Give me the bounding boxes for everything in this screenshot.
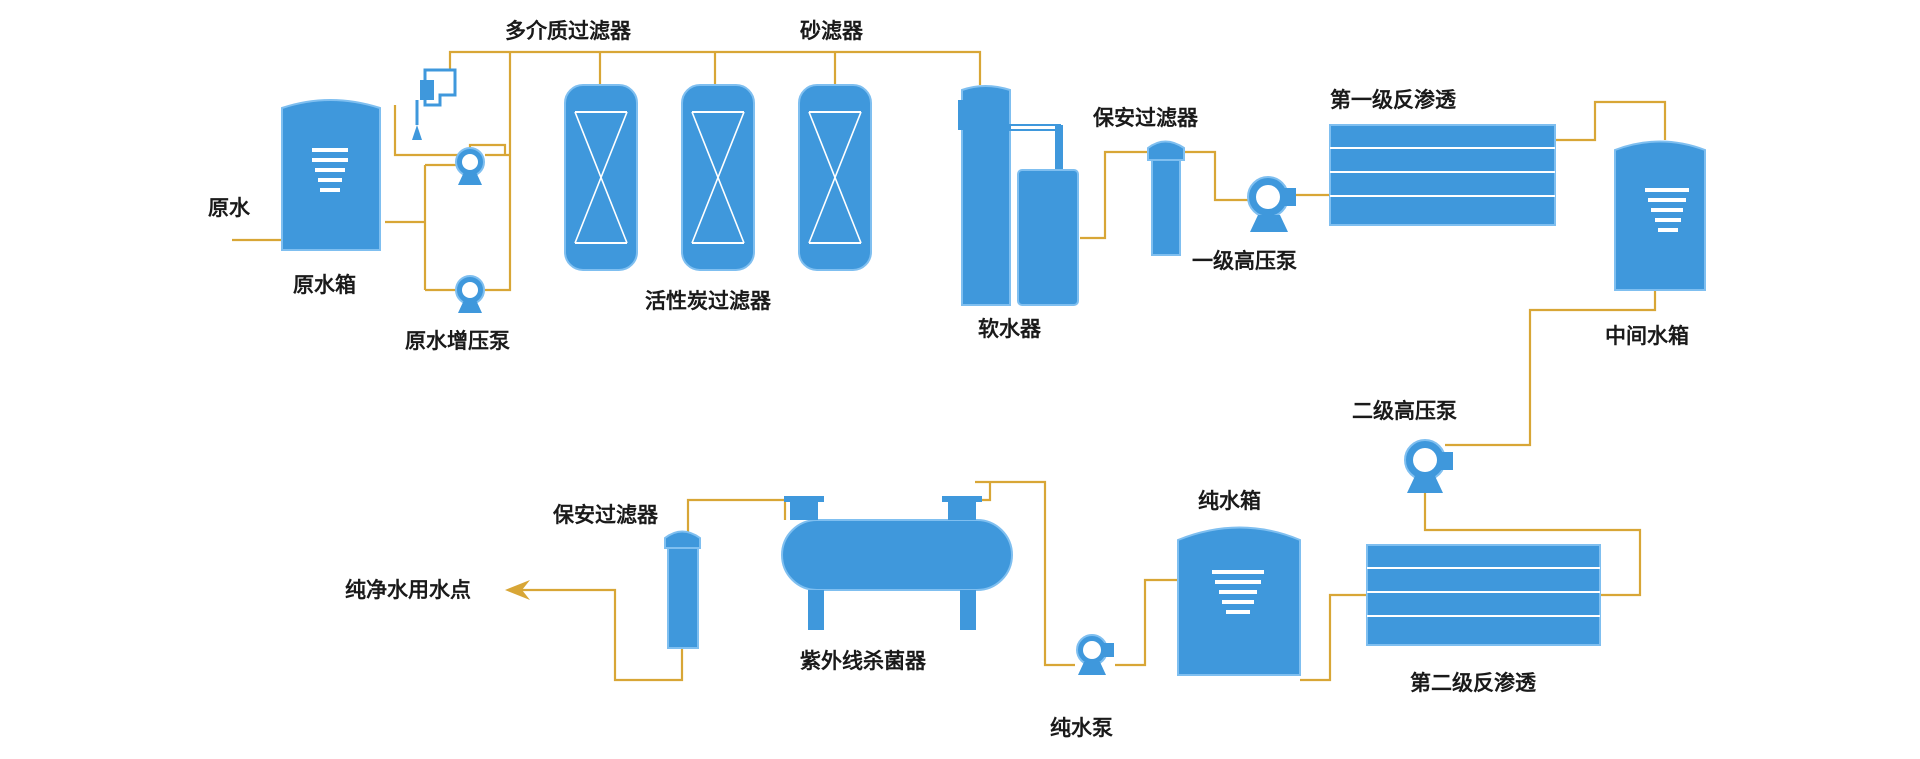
multimedia-filter: [564, 84, 638, 271]
pipe-pump-to-uv: [975, 480, 1075, 667]
middle-water-tank: [1614, 140, 1706, 291]
outlet-arrow-icon: [505, 580, 530, 600]
pipe-tank-to-pumps: [385, 163, 462, 292]
pure-water-tank: [1177, 526, 1301, 676]
label-pump-2: 二级高压泵: [1352, 399, 1457, 423]
pipe-ro2-to-pure: [1300, 593, 1367, 682]
label-security-filter-2: 保安过滤器: [552, 503, 659, 527]
label-sand-filter: 砂滤器: [800, 19, 864, 43]
sand-filter: [798, 84, 872, 271]
pipe-dosing: [393, 105, 507, 157]
raw-water-tank: [281, 99, 381, 251]
label-ro-1: 第一级反渗透: [1330, 88, 1457, 112]
label-pure-tank: 纯水箱: [1198, 489, 1261, 513]
water-softener: [958, 85, 1079, 306]
high-pressure-pump-2-icon: [1404, 439, 1453, 493]
raw-booster-pump-top-icon: [455, 147, 485, 185]
label-use-point: 纯净水用水点: [345, 578, 471, 602]
label-middle-tank: 中间水箱: [1605, 324, 1689, 348]
high-pressure-pump-1-icon: [1247, 176, 1296, 232]
pipe-middle-to-pump2: [1445, 290, 1657, 447]
label-softener: 软水器: [978, 317, 1042, 341]
pure-water-pump-icon: [1076, 634, 1114, 675]
pipe-pure-to-pump: [1115, 578, 1180, 667]
label-pump-1: 一级高压泵: [1192, 249, 1297, 273]
label-carbon-filter: 活性炭过滤器: [645, 289, 772, 313]
security-filter-1: [1147, 140, 1185, 256]
reverse-osmosis-stage-2: [1366, 544, 1601, 646]
security-filter-2: [664, 530, 701, 649]
label-raw-booster-pump: 原水增压泵: [405, 329, 510, 353]
pipe-softener-to-security: [1080, 150, 1150, 240]
uv-sterilizer: [781, 496, 1013, 630]
label-raw-tank: 原水箱: [293, 273, 356, 297]
carbon-filter: [681, 84, 755, 271]
pipe-ro1-to-middle: [1555, 100, 1667, 142]
label-multimedia-filter: 多介质过滤器: [505, 19, 632, 43]
labels: 原水 原水箱 原水增压泵 多介质过滤器 活性炭过滤器 砂滤器 软水器 保安过滤器…: [208, 19, 1689, 740]
label-ro-2: 第二级反渗透: [1410, 671, 1537, 695]
pipe-top-header: [448, 50, 982, 85]
label-raw-water: 原水: [208, 196, 251, 220]
pipe-pump2-to-ro2: [1423, 490, 1642, 597]
label-security-filter-1: 保安过滤器: [1092, 106, 1199, 130]
dosing-device-icon: [412, 68, 457, 140]
pipes: [232, 50, 1667, 682]
label-pure-pump: 纯水泵: [1050, 716, 1113, 740]
pipe-security2-to-outlet: [510, 588, 684, 682]
pipe-pump-outlet: [485, 52, 512, 292]
raw-booster-pump-bottom-icon: [455, 275, 485, 313]
label-uv-sterilizer: 紫外线杀菌器: [800, 649, 927, 673]
pipe-security-to-pump1: [1182, 150, 1250, 202]
reverse-osmosis-stage-1: [1329, 124, 1556, 226]
